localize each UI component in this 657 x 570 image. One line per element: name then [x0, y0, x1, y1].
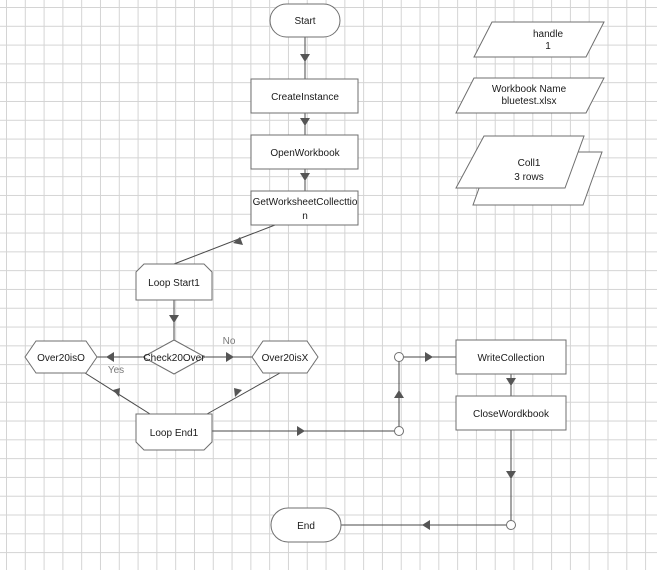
edge-loopend-to-writecollection [212, 356, 456, 432]
arrowhead [506, 378, 516, 386]
arrowhead [113, 388, 120, 397]
junction [506, 520, 516, 530]
create-instance-label: CreateInstance [271, 92, 339, 103]
edge-closeworkbook-to-end [341, 430, 512, 526]
collection-rows: 3 rows [514, 172, 543, 183]
workbook-name-value: bluetest.xlsx [501, 96, 556, 107]
check20over-decision[interactable]: Check20Over [141, 339, 207, 375]
arrowhead [300, 54, 310, 62]
get-worksheet-label-line2: n [302, 211, 308, 222]
edges [84, 37, 516, 530]
check20over-label: Check20Over [143, 353, 205, 364]
get-worksheet-label-line1: GetWorksheetCollecttio [253, 197, 358, 208]
collection-name: Coll1 [518, 158, 541, 169]
arrowhead [234, 388, 242, 397]
edge-over20isx-to-loopend [206, 372, 281, 415]
close-workbook-label: CloseWordkbook [473, 409, 550, 420]
over20iso-label: Over20isO [37, 353, 85, 364]
arrowhead [226, 352, 234, 362]
arrowhead [300, 173, 310, 181]
loop-start-label: Loop Start1 [148, 278, 200, 289]
arrowhead [506, 471, 516, 479]
workbook-name-label: Workbook Name [492, 84, 567, 95]
arrowhead [300, 118, 310, 126]
loop-end-node[interactable]: Loop End1 [135, 413, 213, 451]
handle-value: 1 [545, 41, 551, 52]
arrowhead [422, 520, 430, 530]
close-workbook-node[interactable]: CloseWordkbook [455, 395, 567, 431]
end-label: End [297, 521, 315, 532]
edge-label-no: No [223, 336, 236, 347]
collection-data-item[interactable]: Coll1 3 rows [455, 135, 603, 206]
write-collection-node[interactable]: WriteCollection [455, 339, 567, 375]
collection-stack-front [455, 135, 585, 189]
handle-name: handle [533, 29, 563, 40]
arrowhead [169, 315, 179, 323]
start-node[interactable]: Start [269, 3, 341, 38]
create-instance-node[interactable]: CreateInstance [250, 78, 359, 114]
arrowhead [394, 390, 404, 398]
edge-label-yes: Yes [108, 365, 124, 376]
workbook-name-data-item[interactable]: Workbook Name bluetest.xlsx [455, 77, 605, 114]
get-worksheet-collection-node[interactable]: GetWorksheetCollecttio n [250, 190, 359, 226]
junction [394, 426, 404, 436]
loop-start-node[interactable]: Loop Start1 [135, 263, 213, 301]
end-node[interactable]: End [270, 507, 342, 543]
arrowhead [106, 352, 114, 362]
start-label: Start [294, 16, 315, 27]
loop-end-label: Loop End1 [150, 428, 199, 439]
arrowhead [233, 237, 243, 245]
handle-data-item[interactable]: handle 1 [473, 21, 605, 58]
edge-getworksheet-to-loopstart [173, 224, 276, 265]
junction [394, 352, 404, 362]
arrowhead [425, 352, 433, 362]
open-workbook-node[interactable]: OpenWorkbook [250, 134, 359, 170]
write-collection-label: WriteCollection [477, 353, 544, 364]
over20iso-node[interactable]: Over20isO [24, 340, 98, 374]
arrowhead [297, 426, 305, 436]
over20isx-label: Over20isX [262, 353, 309, 364]
over20isx-node[interactable]: Over20isX [251, 340, 319, 374]
open-workbook-label: OpenWorkbook [270, 148, 340, 159]
